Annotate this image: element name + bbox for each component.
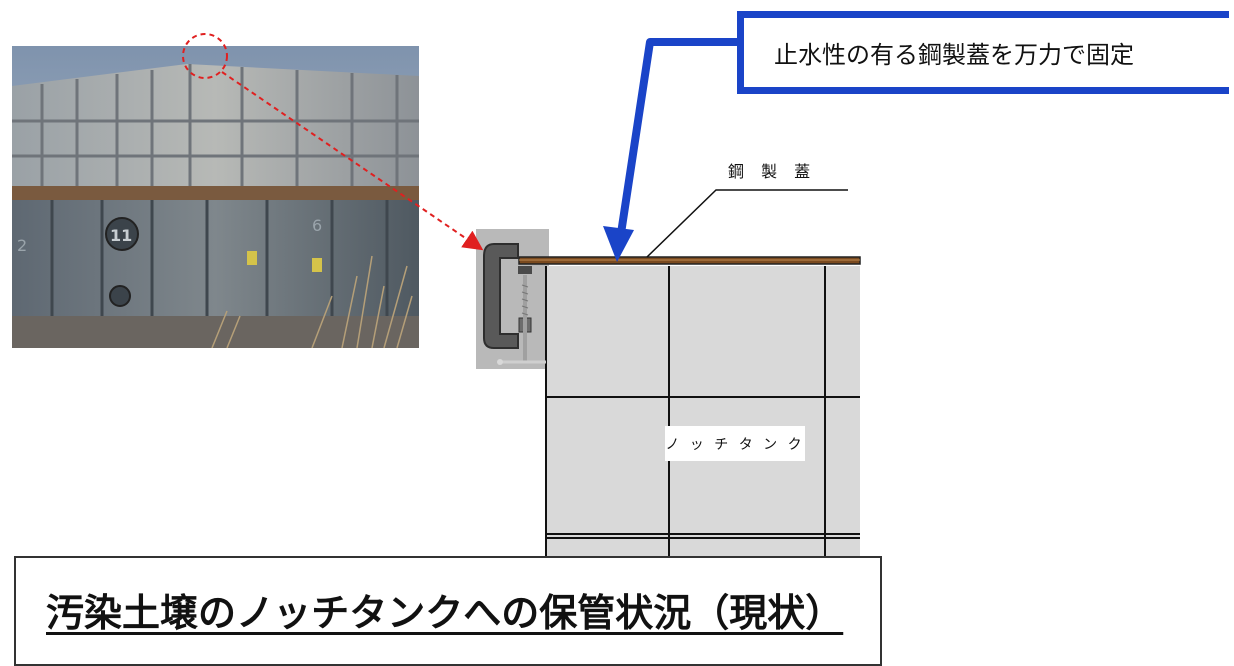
lid-label-leader-line [646, 189, 848, 258]
steel-lid [518, 256, 861, 265]
notch-tank-photo: 2 11 6 [12, 46, 419, 348]
photo-illustration: 2 11 6 [12, 46, 419, 348]
photo-tank-number: 6 [312, 216, 322, 235]
callout-arrow [603, 38, 740, 262]
tank-label: ノ ッ チ タ ン ク [665, 426, 805, 461]
photo-tank-number: 2 [17, 236, 27, 255]
tank-label-text: ノ ッ チ タ ン ク [665, 436, 805, 453]
photo-tank-number: 11 [110, 226, 132, 245]
tank-panel [546, 266, 860, 556]
title-box: 汚染土壌のノッチタンクへの保管状況（現状） [14, 556, 882, 666]
highlight-arrow [221, 71, 484, 251]
lid-fixing-diagram [182, 33, 861, 556]
callout-text: 止水性の有る鋼製蓋を万力で固定 [774, 41, 1134, 69]
c-clamp-icon [483, 243, 546, 365]
notch-tank-section [545, 266, 860, 556]
lid-label: 鋼 製 蓋 [728, 162, 817, 181]
callout-box: 止水性の有る鋼製蓋を万力で固定 [737, 11, 1229, 94]
highlight-circle [182, 33, 228, 79]
page-title: 汚染土壌のノッチタンクへの保管状況（現状） [46, 591, 844, 635]
